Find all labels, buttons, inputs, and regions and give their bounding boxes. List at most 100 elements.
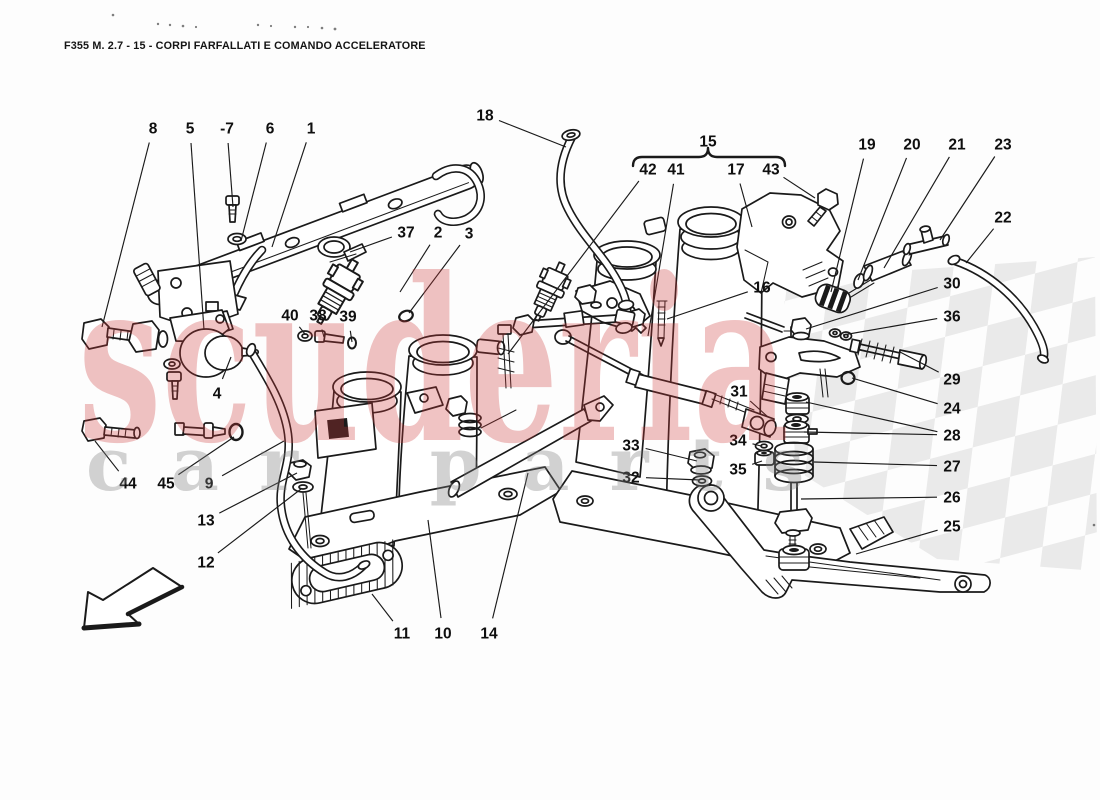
leader-line (783, 176, 816, 199)
leader-line (883, 156, 950, 269)
throttle-linkage (447, 329, 777, 498)
leader-line (219, 472, 298, 514)
leader-line (830, 158, 865, 293)
callout-27: 27 (943, 459, 960, 476)
callout-11: 11 (394, 626, 411, 643)
leader-line (739, 183, 753, 228)
callout-2: 2 (434, 225, 443, 242)
screw-and-washer (225, 195, 247, 246)
pivot-bolt (774, 482, 813, 549)
callout-36: 36 (943, 309, 961, 326)
leader-line (851, 377, 938, 405)
callout-23: 23 (994, 137, 1012, 154)
callout-30: 30 (943, 276, 960, 293)
watermark-checker-flag (783, 257, 1097, 571)
callout-22: 22 (994, 210, 1011, 227)
group-bracket (631, 146, 787, 168)
leader-line (399, 244, 431, 293)
leader-line (349, 236, 393, 253)
leader-line (857, 157, 908, 281)
leader-line (855, 529, 938, 555)
callout-16: 16 (753, 280, 771, 297)
callout-39: 39 (339, 309, 357, 326)
callout-42: 42 (639, 162, 656, 179)
fuel-pressure-regulator (163, 309, 260, 400)
callout-14: 14 (480, 626, 498, 643)
leader-line (645, 447, 698, 462)
callout-38: 38 (309, 308, 327, 325)
callout-34: 34 (729, 433, 747, 450)
left-throttle-bodies (287, 334, 562, 572)
leader-line (507, 180, 640, 355)
stop-screw (497, 324, 515, 389)
callout-32: 32 (622, 470, 639, 487)
leader-line (752, 443, 762, 447)
leader-line (666, 291, 748, 320)
callout-3: 3 (465, 226, 474, 243)
callout-31: 31 (730, 384, 748, 401)
breather-hose (556, 128, 636, 334)
leader-line (178, 436, 235, 476)
regulator-hose (245, 342, 371, 582)
leader-line (190, 142, 205, 331)
leader-line (101, 142, 150, 328)
callout-15: 15 (699, 134, 717, 151)
injector-o-ring (398, 309, 414, 323)
accelerator-cable (744, 225, 1050, 364)
leader-line (408, 244, 461, 314)
leader-line (271, 142, 307, 248)
banjo-bolt (81, 318, 169, 353)
callout-29: 29 (943, 372, 961, 389)
callout-9: 9 (205, 476, 214, 493)
direction-arrow (81, 567, 185, 631)
callout-12: 12 (197, 555, 214, 572)
leader-line (221, 440, 285, 477)
leader-line (371, 593, 394, 622)
nipple-bolt (174, 422, 226, 439)
callout-19: 19 (858, 137, 876, 154)
callout-24: 24 (943, 401, 961, 418)
leader-line (939, 156, 996, 241)
callout-26: 26 (943, 490, 961, 507)
callout-8: 8 (149, 121, 158, 138)
callout-21: 21 (948, 137, 966, 154)
leader-line (498, 119, 567, 148)
callout-41: 41 (667, 162, 685, 179)
leader-line (749, 400, 769, 418)
leader-line (217, 488, 302, 554)
housing-bolt (807, 188, 839, 227)
leader-line (321, 329, 325, 338)
leader-line (842, 318, 938, 336)
o-ring (228, 422, 244, 442)
callout--7: -7 (220, 121, 234, 138)
leader-line (240, 142, 267, 242)
callout-44: 44 (119, 476, 137, 493)
callout-1: 1 (307, 121, 316, 138)
small-fittings (297, 330, 357, 350)
leader-line (221, 356, 232, 380)
leader-line (805, 286, 938, 330)
callout-4: 4 (213, 386, 222, 403)
leader-line (647, 183, 675, 337)
callout-13: 13 (197, 513, 215, 530)
paper-specks (111, 13, 1096, 527)
test-port (132, 262, 161, 297)
adjuster-o-ring (840, 370, 856, 386)
mounting-stud (656, 300, 668, 347)
page-title: F355 M. 2.7 - 15 - CORPI FARFALLATI E CO… (64, 40, 426, 52)
bellcrank-assembly (687, 317, 928, 571)
leader-line (899, 351, 939, 373)
leader-line (94, 440, 120, 472)
leader-line (492, 472, 529, 619)
callout-18: 18 (476, 108, 494, 125)
leader-line (298, 326, 306, 335)
callout-43: 43 (762, 162, 780, 179)
leader-line (427, 519, 442, 619)
union-bolt (81, 417, 141, 442)
leader-line (965, 228, 995, 264)
callout-leaders (94, 119, 996, 622)
callout-5: 5 (186, 121, 195, 138)
callout-20: 20 (903, 137, 920, 154)
leader-line (800, 496, 938, 500)
